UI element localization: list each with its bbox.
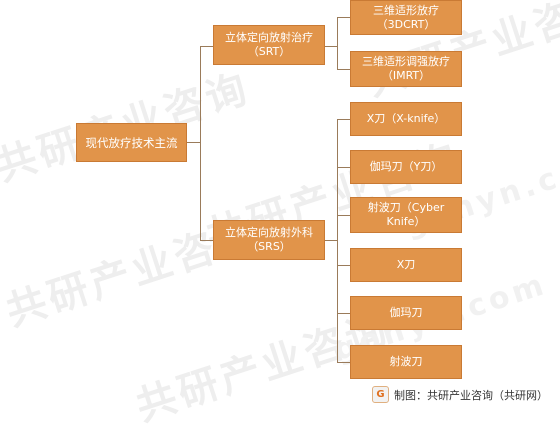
leaf-node: X刀 <box>350 248 462 282</box>
leaf-node: 伽玛刀（Y刀） <box>350 150 462 184</box>
source-text: 制图：共研产业咨询（共研网） <box>394 388 548 402</box>
leaf-node: 射波刀 <box>350 345 462 379</box>
connector-line <box>325 240 337 241</box>
connector-line <box>337 167 350 168</box>
leaf-node: 三维适形放疗 （3DCRT） <box>350 0 462 35</box>
connector-line <box>337 313 350 314</box>
leaf-node: X刀（X-knife） <box>350 102 462 136</box>
root-node: 现代放疗技术主流 <box>76 123 187 162</box>
connector-line <box>200 46 213 47</box>
leaf-node: 射波刀（Cyber Knife） <box>350 197 462 233</box>
connector-line <box>337 17 350 18</box>
connector-line <box>337 119 350 120</box>
gonyn-logo-icon: G <box>372 386 389 403</box>
leaf-node: 伽玛刀 <box>350 296 462 330</box>
connector-line <box>337 265 350 266</box>
connector-line <box>337 215 350 216</box>
connector-line <box>187 142 200 143</box>
connector-line <box>337 119 338 362</box>
connector-line <box>337 17 338 69</box>
leaf-node: 三维适形调强放疗 （IMRT） <box>350 51 462 87</box>
branch-node-srt: 立体定向放射治疗 （SRT） <box>213 25 325 65</box>
connector-line <box>337 362 350 363</box>
connector-line <box>200 46 201 240</box>
branch-node-srs: 立体定向放射外科 （SRS） <box>213 220 325 260</box>
source-footer: G 制图：共研产业咨询（共研网） <box>372 386 548 403</box>
connector-line <box>337 69 350 70</box>
connector-line <box>200 240 213 241</box>
connector-line <box>325 46 337 47</box>
